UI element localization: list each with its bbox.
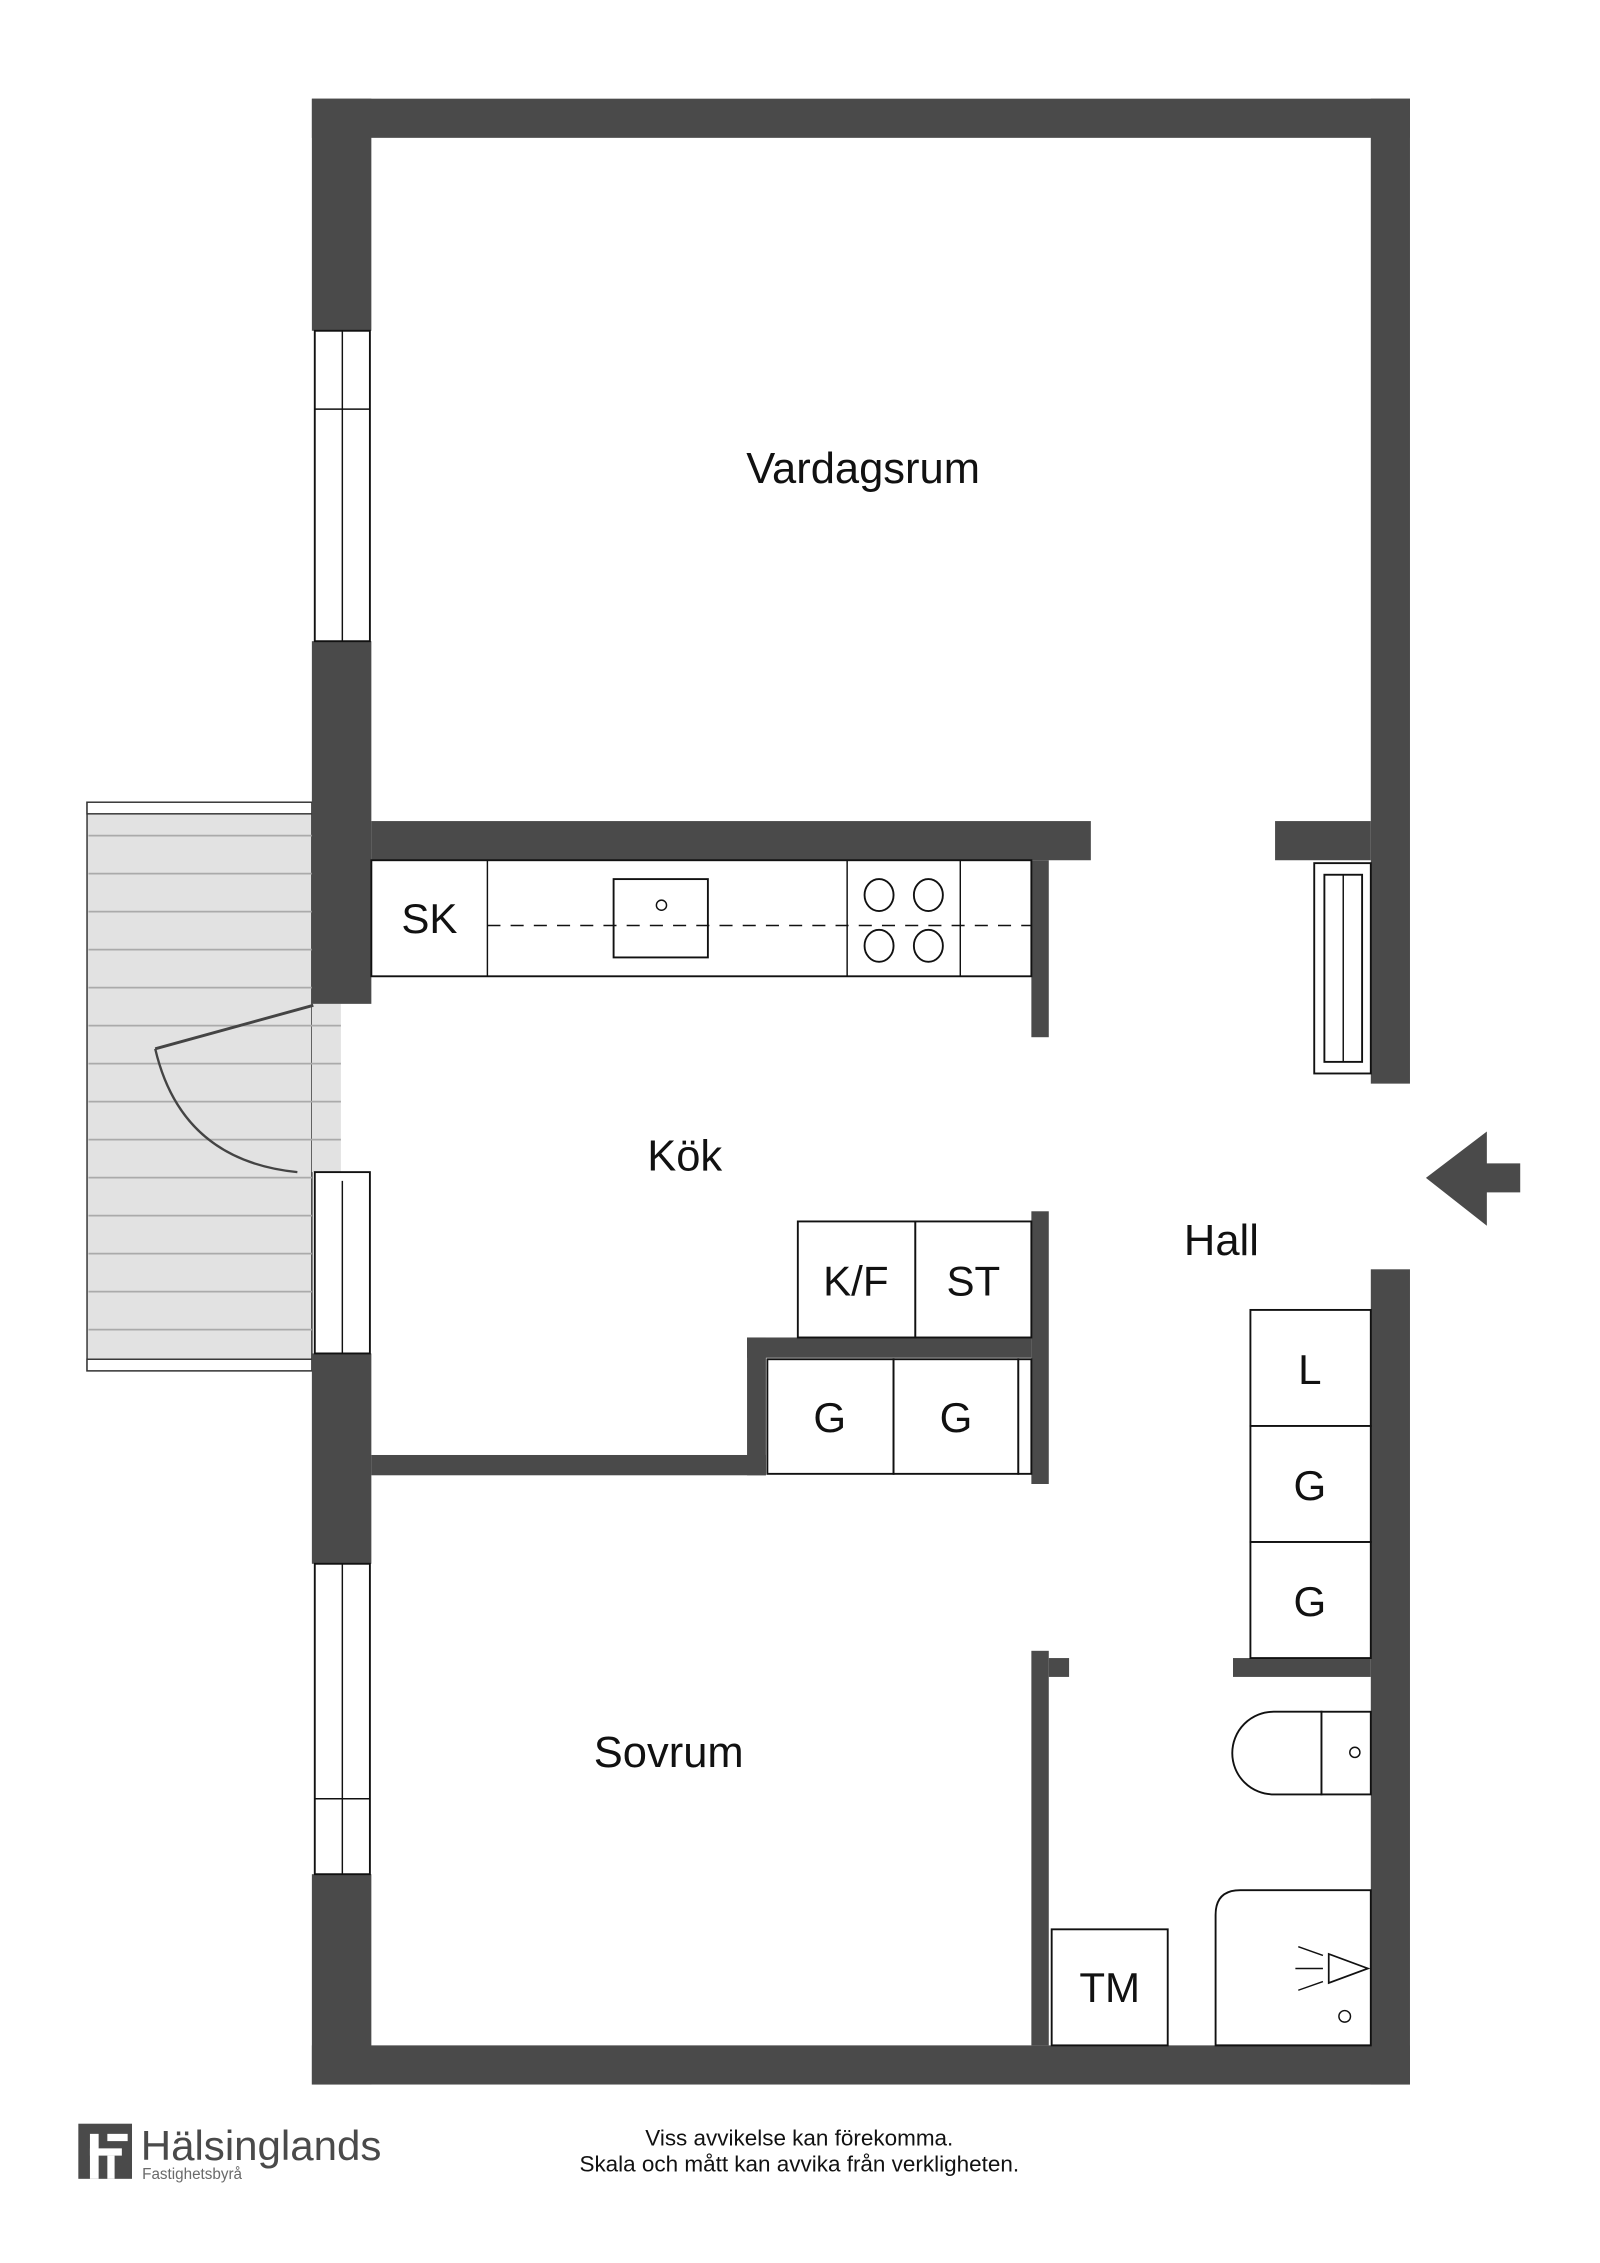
balcony [86, 801, 341, 1372]
windows [313, 329, 371, 1876]
entrance-arrow-icon [1425, 1131, 1521, 1226]
disclaimer-line-1: Viss avvikelse kan förekomma. [645, 2125, 953, 2150]
disclaimer-line-2: Skala och mått kan avvika från verklighe… [579, 2152, 1019, 2177]
fixture-g: G [1294, 1462, 1327, 1509]
fixture-tm: TM [1079, 1964, 1140, 2011]
balcony-door[interactable] [154, 1003, 314, 1174]
fixture-st: ST [946, 1257, 1000, 1304]
room-label-kok: Kök [647, 1133, 722, 1181]
fixture-g: G [940, 1394, 973, 1441]
fixture-kf: K/F [823, 1257, 888, 1304]
fixture-l: L [1298, 1346, 1321, 1393]
washing-machine [1050, 1928, 1169, 2047]
room-label-vardagsrum: Vardagsrum [746, 445, 980, 493]
logo-subtitle: Fastighetsbyrå [142, 2166, 242, 2183]
radiator [1313, 862, 1372, 1075]
sink [612, 878, 709, 959]
fixture-g: G [1294, 1578, 1327, 1625]
logo-name: Hälsinglands [141, 2122, 382, 2169]
stove-icon [863, 878, 944, 963]
room-label-hall: Hall [1184, 1217, 1259, 1265]
shower-icon [1214, 1889, 1372, 2047]
room-label-sovrum: Sovrum [594, 1729, 744, 1777]
kitchen-counter: SK [370, 859, 1033, 978]
fixture-sk: SK [401, 895, 457, 942]
fixture-g: G [813, 1394, 846, 1441]
toilet-icon [1231, 1710, 1372, 1796]
company-logo: Hälsinglands Fastighetsbyrå [78, 2122, 381, 2183]
walls [311, 98, 1410, 2085]
logo-mark-icon [78, 2123, 133, 2179]
